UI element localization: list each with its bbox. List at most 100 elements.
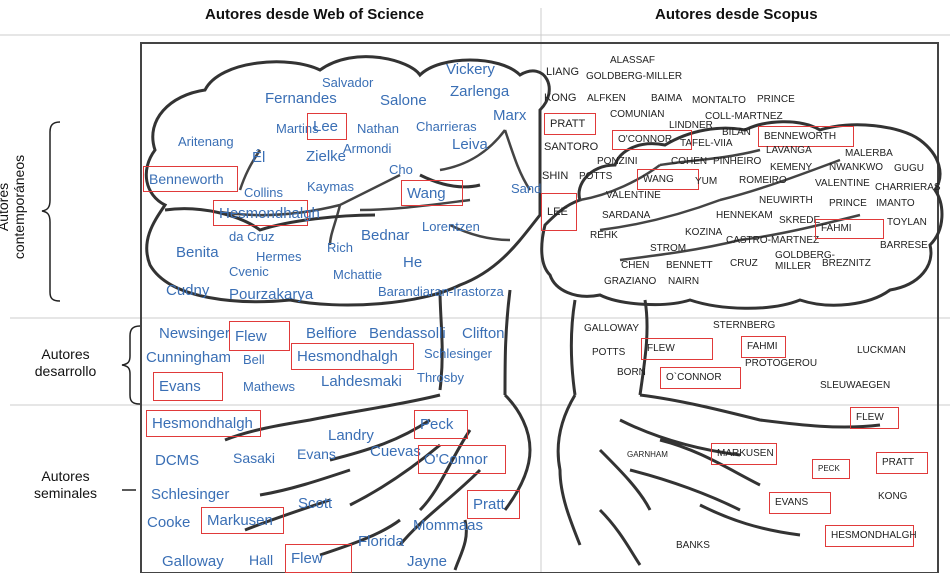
scopus_names-author-name: STERNBERG (713, 320, 776, 331)
scopus_names-author-name: STROM (650, 243, 687, 254)
wos_names-author-name: Pratt (473, 496, 505, 513)
scopus_names-author-name: LAVANGA (766, 145, 812, 156)
wos_names-author-name: Wang (407, 184, 446, 202)
wos_names-author-name: Hall (249, 552, 274, 568)
wos_names-author-name: Mathews (243, 379, 296, 394)
highlight-box (153, 372, 223, 401)
scopus_names-author-name: LEE (547, 205, 568, 218)
wos_names-author-name: Landry (328, 427, 374, 444)
highlight-box (711, 443, 777, 465)
scopus_names-author-name: PROTOGEROU (745, 358, 818, 369)
wos_names-author-name: Cho (389, 162, 413, 177)
wos_names-author-name: Cooke (147, 514, 191, 531)
scopus_names-author-name: LUCKMAN (857, 345, 906, 356)
left-trunk (438, 289, 512, 396)
scopus_names-author-name: FLEW (856, 412, 884, 423)
highlight-box (467, 490, 520, 519)
highlight-box (815, 219, 884, 239)
wos_names-author-name: da Cruz (229, 229, 275, 244)
highlight-box (291, 343, 414, 370)
wos_names-author-name: O'Connor (424, 451, 488, 468)
scopus_names-author-name: VALENTINE (606, 190, 661, 201)
scopus_names-author-name: GARNHAM (627, 450, 668, 459)
wos_names-author-name: Pourzakarya (229, 286, 314, 303)
scopus_names-author-name: FAHMI (821, 223, 852, 234)
highlight-box (213, 200, 308, 226)
highlight-box (541, 193, 577, 231)
scopus_names-author-name: WANG (643, 173, 674, 185)
wos_names-author-name: Kaymas (307, 179, 354, 194)
diagram-frame (140, 42, 939, 573)
wos_names-author-name: Galloway (162, 553, 224, 570)
wos_names-author-name: Salvador (322, 75, 374, 90)
scopus_names-author-name: ALFKEN (587, 93, 626, 104)
scopus_names-author-name: SANTORO (544, 141, 599, 153)
scopus_names-author-name: LINDNER (669, 120, 713, 131)
scopus_names-author-name: REHK (590, 230, 618, 241)
scopus_names-author-name: FLEW (647, 343, 675, 354)
scopus_names-author-name: ALASSAF (610, 55, 656, 66)
scopus_names-author-name: PRATT (550, 117, 586, 130)
scopus_names-author-name: TOYLAN (887, 217, 927, 228)
wos_names-author-name: Aritenang (178, 134, 234, 149)
wos_names-author-name: DCMS (155, 452, 200, 469)
highlight-box (758, 126, 854, 147)
scopus_names-author-name: BILAN (722, 127, 751, 138)
wos_names-author-name: Throsby (417, 370, 464, 385)
wos_names-author-name: Collins (244, 185, 284, 200)
scopus_names-author-name: PINHEIRO (713, 156, 762, 167)
scopus_names-author-name: BANKS (676, 540, 710, 551)
scopus_names-author-name: COLL-MARTNEZ (705, 111, 783, 122)
highlight-box (741, 336, 786, 358)
wos_names-author-name: Cudny (166, 282, 210, 299)
scopus_names-author-name: PONZINI (597, 156, 638, 167)
scopus_names-author-name: FAHMI (747, 341, 778, 352)
right-roots (556, 393, 881, 566)
scopus_names-author-name: POTTS (579, 171, 613, 182)
scopus_names-author-name: GOLDBERG- (775, 250, 836, 261)
highlight-box (307, 113, 347, 140)
scopus_names-author-name: MARKUSEN (717, 448, 774, 459)
wos_names-author-name: Scott (298, 495, 333, 512)
wos_names-author-name: Hesmondhalgh (297, 348, 398, 365)
brace-desarrollo (121, 325, 141, 405)
scopus_names-author-name: HESMONDHALGH (831, 530, 917, 541)
scopus_names-author-name: PRATT (882, 457, 915, 468)
wos_names-author-name: Leiva (452, 136, 488, 153)
scopus_names-author-name: LIANG (546, 66, 580, 78)
scopus_names-author-name: MONTALTO (692, 95, 746, 106)
scopus_names-author-name: BARRESE (880, 240, 928, 251)
scopus_names-author-name: NAIRN (668, 276, 700, 287)
scopus_names-author-name: O`CONNOR (666, 372, 722, 383)
highlight-box (769, 492, 831, 514)
scopus_names-author-name: YUM (695, 176, 718, 187)
scopus_names-author-name: O'CONNOR (618, 134, 673, 145)
scopus_names-author-name: MALERBA (845, 148, 893, 159)
wos_names-author-name: Benneworth (149, 171, 224, 187)
wos_names-author-name: Él (252, 149, 266, 166)
scopus_names-author-name: ROMEIRO (739, 175, 787, 186)
scopus_names-author-name: PRINCE (829, 198, 867, 209)
right-branch-lines (579, 148, 861, 262)
wos_names-author-name: Florida (358, 533, 404, 550)
highlight-box (637, 169, 699, 190)
highlight-box (812, 459, 850, 479)
label-contemporaneos: Autores contemporáneos (0, 154, 27, 260)
wos_names-author-name: Mchattie (333, 267, 383, 282)
scopus_names-author-name: CHEN (621, 260, 650, 271)
wos_names-author-name: Barandiaran-Irastorza (378, 284, 504, 299)
wos_names-author-name: Sand (511, 181, 542, 196)
scopus_names-author-name: CASTRO-MARTNEZ (726, 235, 820, 246)
wos_names-author-name: Cuevas (370, 443, 421, 460)
brace-contemporaneos (41, 121, 61, 302)
right-trunk (569, 299, 649, 396)
wos_names-author-name: Rich (327, 240, 354, 255)
wos_names-author-name: Bell (243, 352, 265, 367)
wos_names-author-name: Hesmondhalgh (219, 204, 320, 222)
scopus_names-author-name: GUGU (894, 163, 924, 174)
scopus_names-author-name: PRINCE (757, 94, 795, 105)
scopus_names-author-name: CHARRIERAS (875, 182, 941, 193)
wos_names-author-name: Salone (380, 92, 427, 109)
scopus_names-author-name: POTTS (592, 347, 626, 358)
highlight-box (401, 180, 463, 206)
